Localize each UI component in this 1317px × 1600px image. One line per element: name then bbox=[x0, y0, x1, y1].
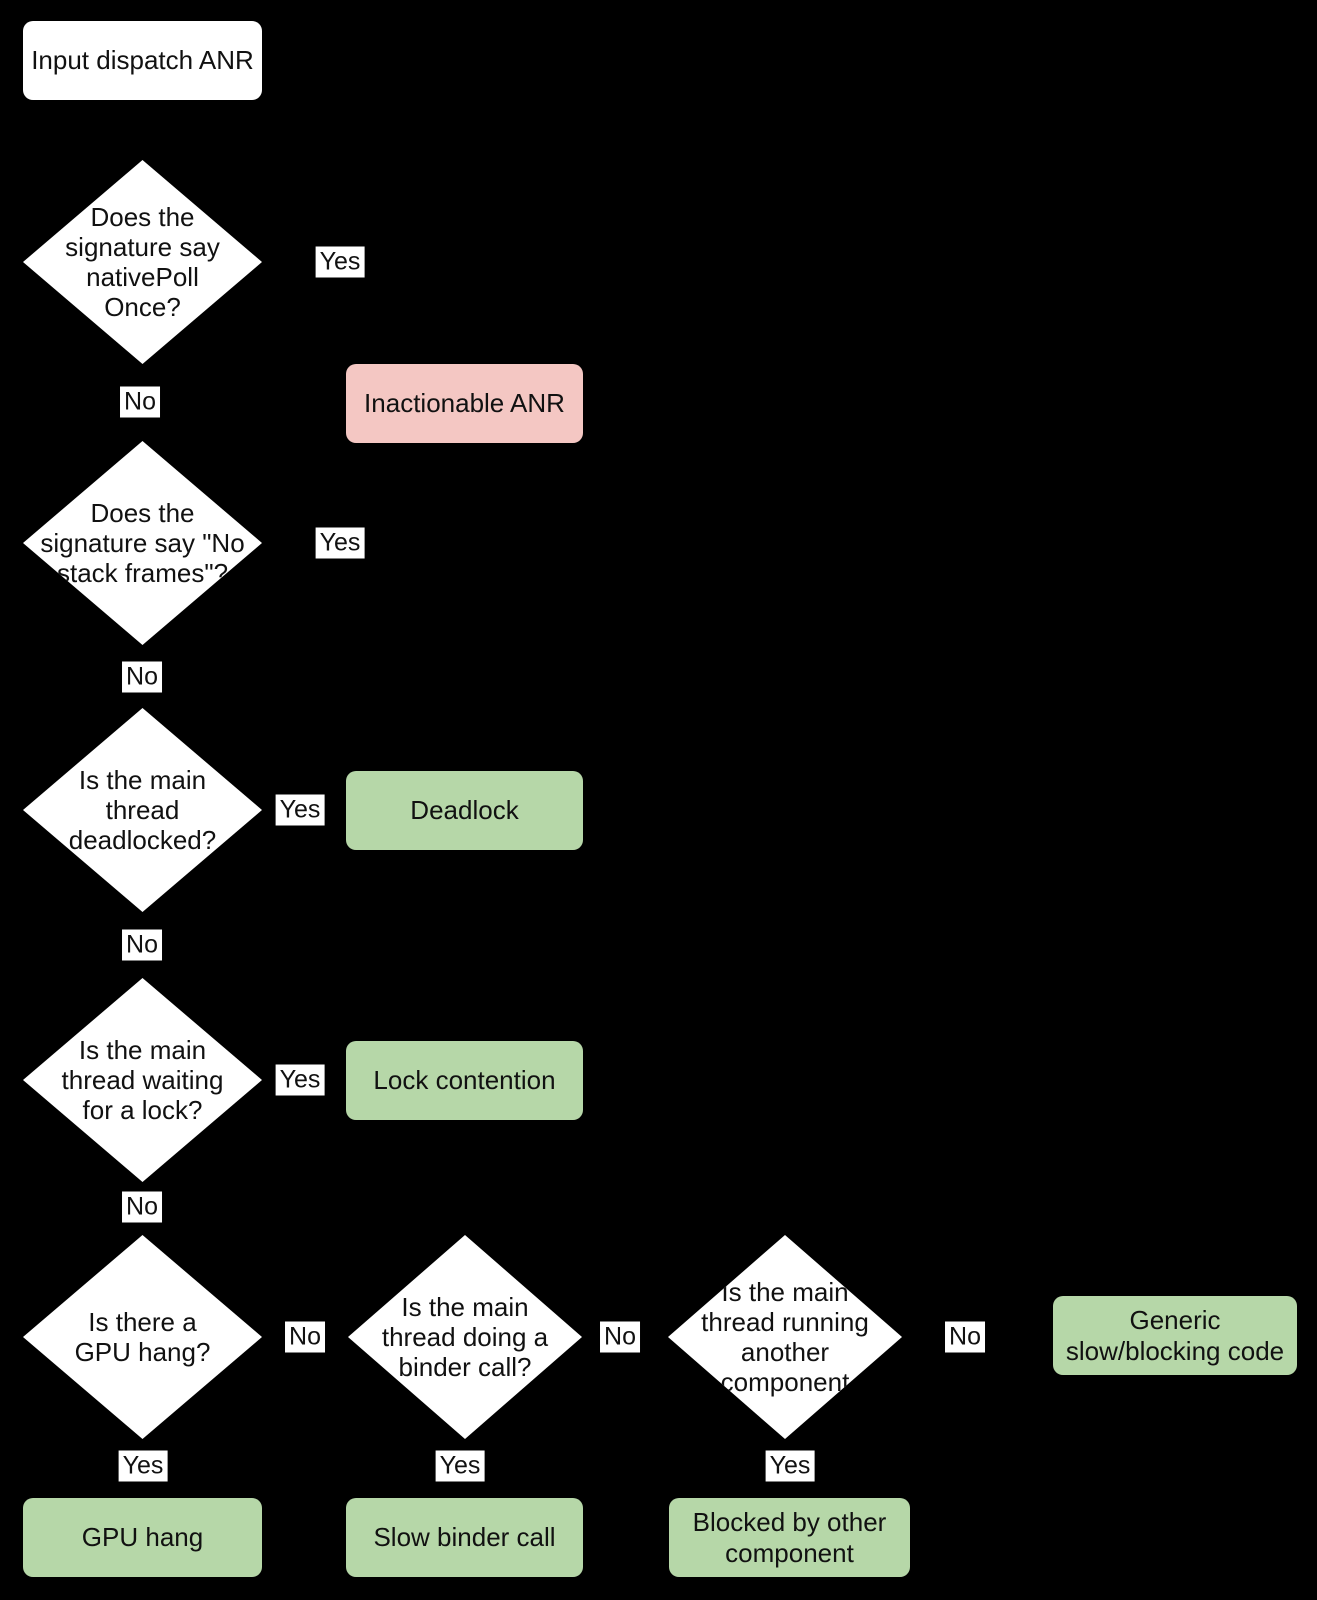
edge-label-yes-gpu-hang: Yes bbox=[118, 1450, 168, 1482]
node-label-line: nativePoll bbox=[86, 262, 199, 292]
outcome-generic-slow-blocking-code: Generic slow/blocking code bbox=[1053, 1296, 1297, 1375]
edge-label-yes-waiting-lock: Yes bbox=[275, 1064, 325, 1096]
edge-label-yes-deadlocked: Yes bbox=[275, 794, 325, 826]
node-label-line: thread bbox=[105, 794, 180, 825]
node-label-line: Blocked by other bbox=[692, 1507, 887, 1538]
node-label-line: thread waiting bbox=[61, 1064, 224, 1095]
node-label-line: Is the main bbox=[78, 1034, 207, 1065]
edge-label-yes-binder-call: Yes bbox=[435, 1450, 485, 1482]
node-label-line: deadlocked? bbox=[68, 825, 217, 856]
node-label-line: Is the main bbox=[721, 1276, 849, 1307]
decision-main-thread-deadlocked: Is the main thread deadlocked? bbox=[23, 708, 262, 912]
node-label-line: Inactionable ANR bbox=[364, 388, 565, 419]
outcome-inactionable-anr: Inactionable ANR bbox=[346, 364, 583, 443]
node-label-line: component bbox=[720, 1367, 850, 1398]
node-label-line: Input dispatch ANR bbox=[31, 45, 254, 76]
node-label-line: thread running bbox=[701, 1306, 869, 1337]
node-label-line: signature say bbox=[65, 231, 220, 262]
decision-gpu-hang: Is there a GPU hang? bbox=[23, 1235, 262, 1439]
outcome-deadlock: Deadlock bbox=[346, 771, 583, 850]
edge-label-no-other-component: No bbox=[945, 1321, 985, 1353]
node-label-line: stack frames"? bbox=[56, 558, 229, 589]
node-label-line: Does the bbox=[90, 497, 195, 528]
edge-label-no-binder-call: No bbox=[600, 1321, 640, 1353]
decision-binder-call: Is the main thread doing a binder call? bbox=[348, 1235, 582, 1439]
edge-label-yes-other-component: Yes bbox=[765, 1450, 815, 1482]
edge-label-no-gpu-hang: No bbox=[285, 1321, 325, 1353]
decision-signature-no-stack-frames: Does the signature say "No stack frames"… bbox=[23, 441, 262, 645]
node-label-line: Slow binder call bbox=[373, 1522, 556, 1553]
node-label-line: slow/blocking code bbox=[1065, 1335, 1285, 1366]
node-label-line: Is there a bbox=[88, 1306, 197, 1337]
node-label-line: binder call? bbox=[398, 1352, 532, 1383]
edge-label-yes-nativepollonce: Yes bbox=[315, 246, 365, 278]
outcome-lock-contention: Lock contention bbox=[346, 1041, 583, 1120]
node-label-line: Generic bbox=[1129, 1305, 1221, 1336]
outcome-gpu-hang: GPU hang bbox=[23, 1498, 262, 1577]
node-label-line: for a lock? bbox=[82, 1095, 203, 1126]
decision-signature-nativepollonce: Does the signature say nativePoll Once? bbox=[23, 160, 262, 364]
node-label-line: Is the main bbox=[78, 764, 207, 795]
edge-label-no-nativepollonce: No bbox=[120, 386, 160, 418]
node-label-line: GPU hang bbox=[81, 1522, 204, 1553]
edge-label-no-waiting-lock: No bbox=[122, 1191, 162, 1223]
edge-label-no-deadlocked: No bbox=[122, 929, 162, 961]
node-label-line: Once? bbox=[104, 292, 181, 323]
node-label-line: Deadlock bbox=[410, 795, 519, 826]
decision-main-thread-waiting-lock: Is the main thread waiting for a lock? bbox=[23, 978, 262, 1182]
node-label-line: thread doing a bbox=[381, 1321, 549, 1352]
edge-label-no-no-stack-frames: No bbox=[122, 661, 162, 693]
node-label-line: signature say "No bbox=[40, 527, 245, 558]
node-label-line: another bbox=[740, 1337, 830, 1367]
node-label-line: Lock contention bbox=[373, 1065, 556, 1096]
outcome-blocked-by-other-component: Blocked by other component bbox=[669, 1498, 910, 1577]
node-label-line: GPU hang? bbox=[74, 1337, 211, 1367]
node-label-line: component bbox=[725, 1537, 854, 1568]
edge-label-yes-no-stack-frames: Yes bbox=[315, 527, 365, 559]
outcome-slow-binder-call: Slow binder call bbox=[346, 1498, 583, 1577]
node-label-line: Is the main bbox=[401, 1291, 529, 1322]
decision-other-component: Is the main thread running another compo… bbox=[668, 1235, 902, 1439]
node-label-line: Does the bbox=[90, 201, 195, 232]
start-node-input-dispatch-anr: Input dispatch ANR bbox=[23, 21, 262, 100]
